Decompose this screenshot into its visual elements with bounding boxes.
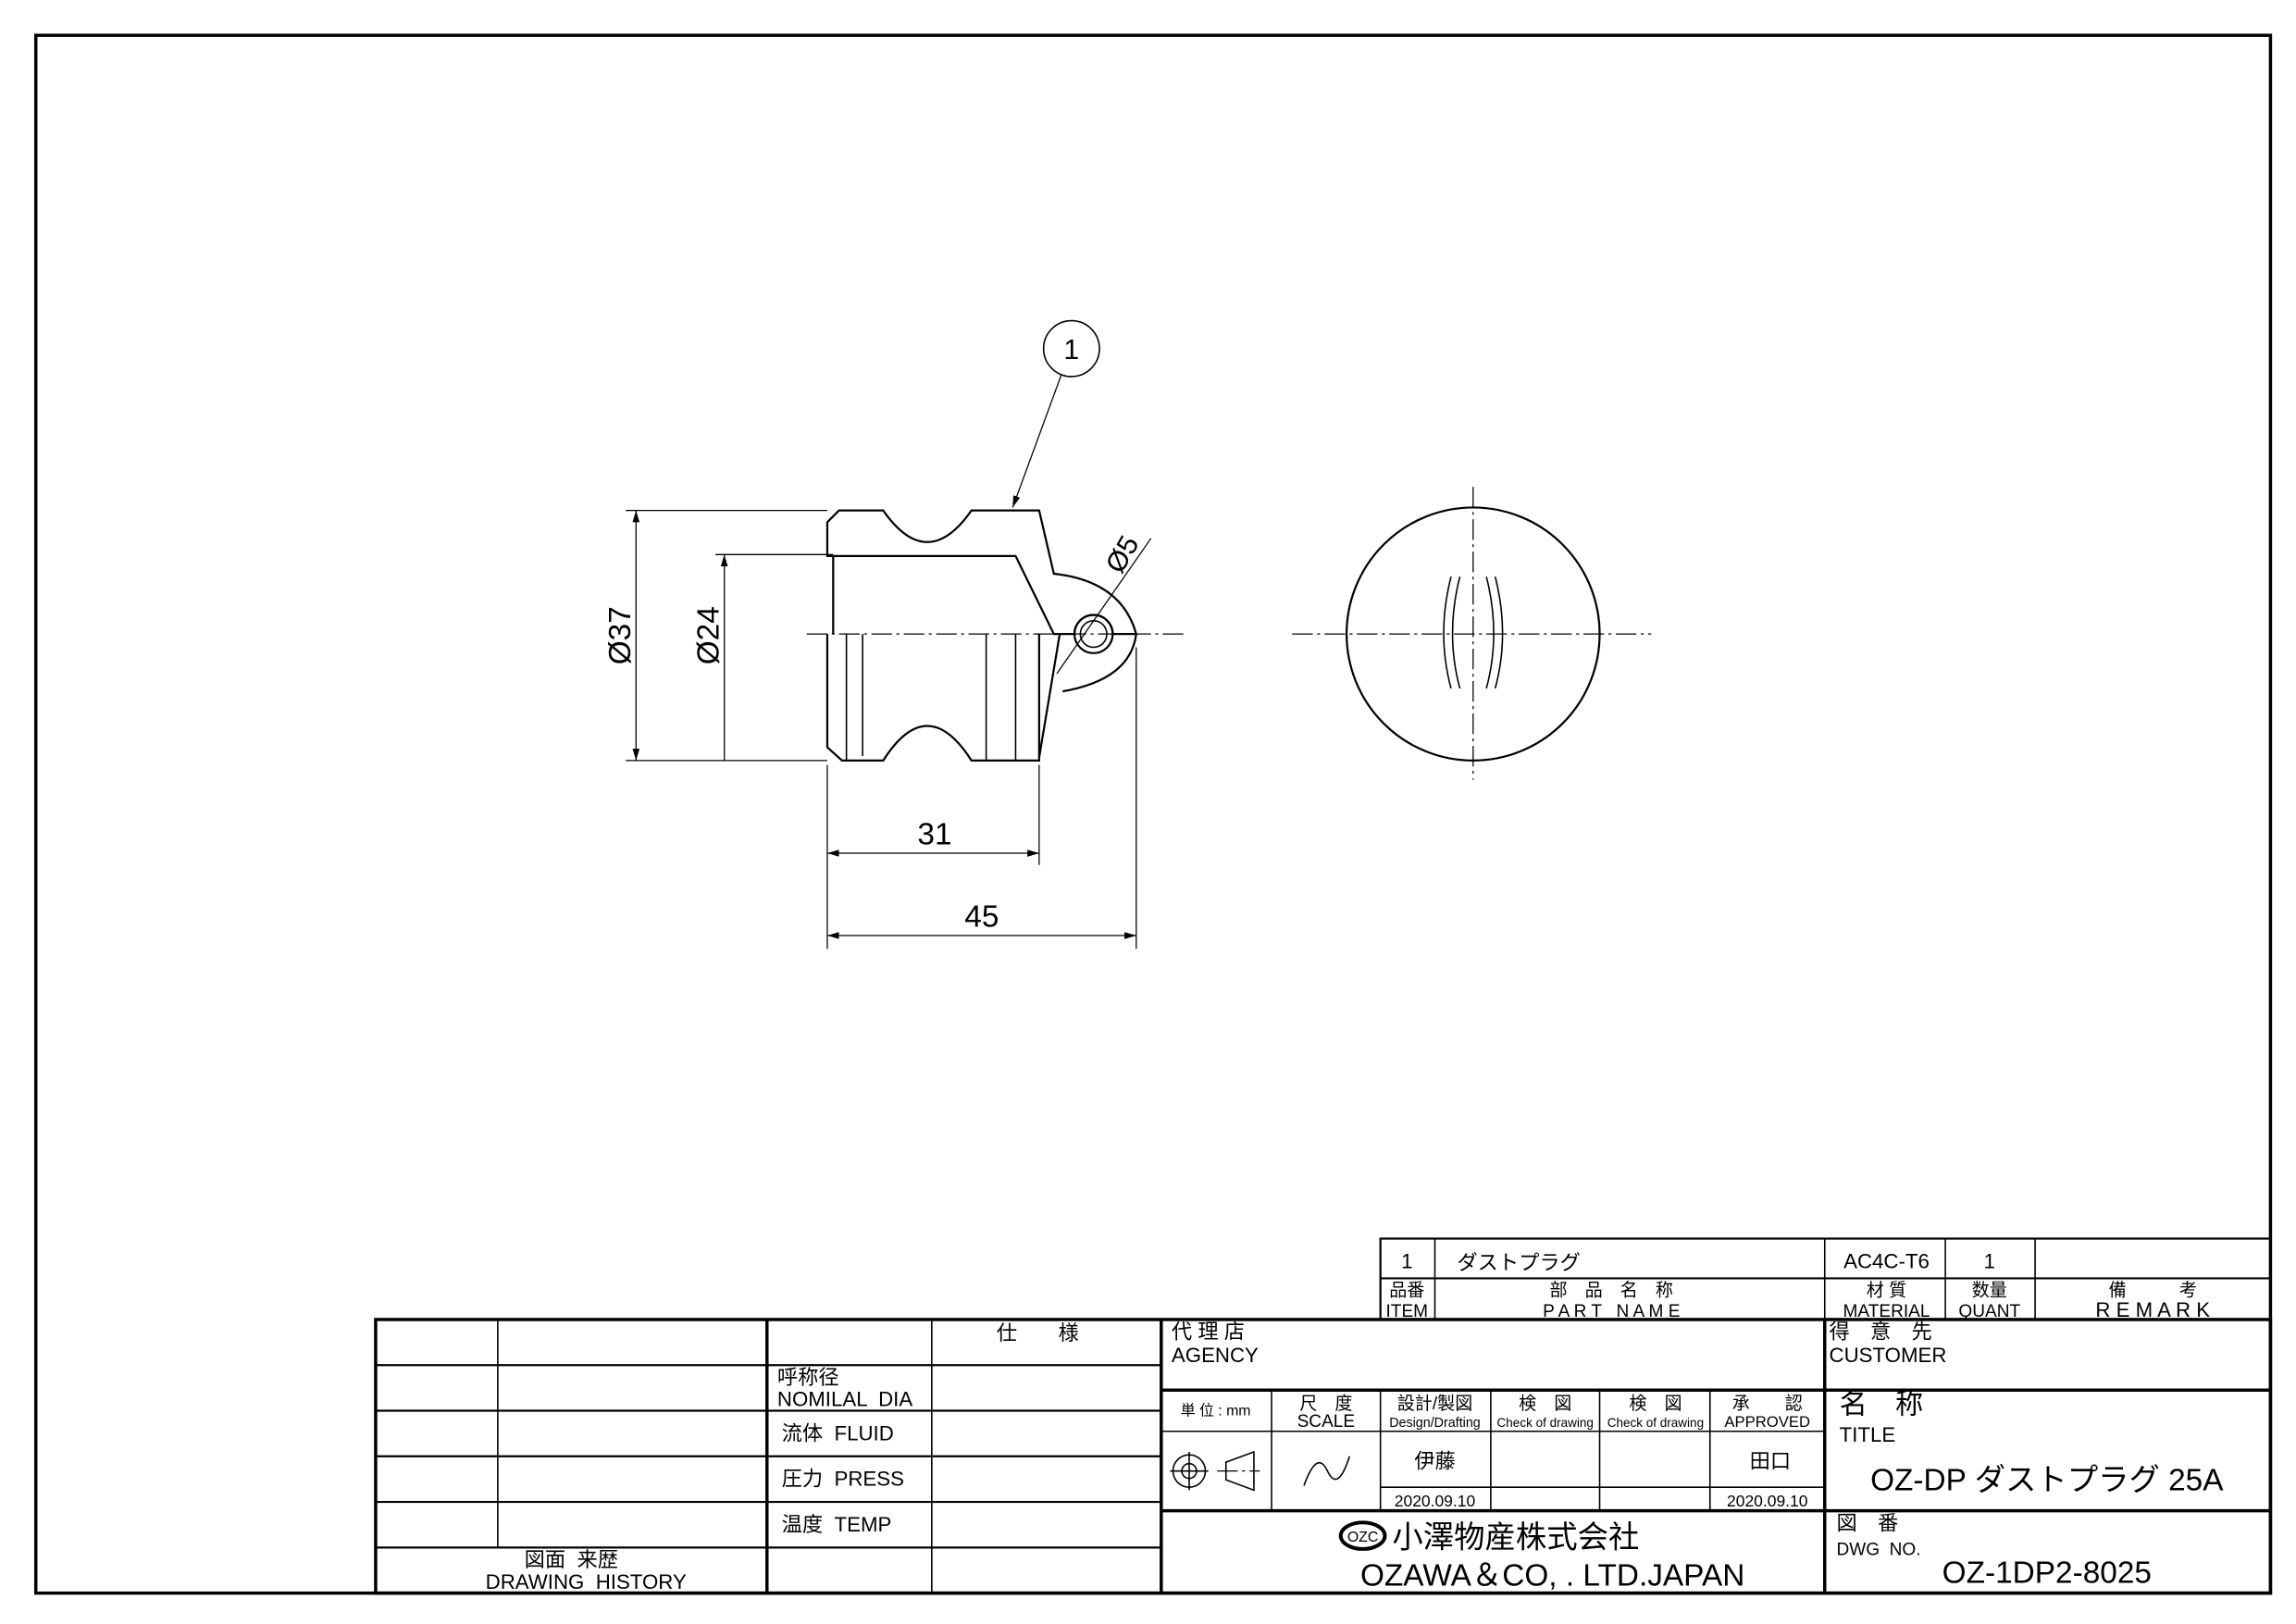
scale-not-to-scale-icon	[1303, 1456, 1351, 1486]
check2-label-en: Check of drawing	[1607, 1416, 1704, 1430]
approved-date: 2020.09.10	[1727, 1492, 1808, 1510]
dim-hole-label: Ø5	[1100, 531, 1146, 578]
dim-outer-dia-label: Ø37	[603, 606, 638, 664]
nominal-dia-label-en: NOMILAL DIA	[777, 1388, 912, 1411]
nominal-dia-label-jp: 呼称径	[777, 1366, 839, 1389]
scale-label-jp: 尺 度	[1299, 1394, 1352, 1414]
header-material-jp: 材 質	[1867, 1281, 1906, 1301]
part-item-number: 1	[1401, 1249, 1412, 1272]
fluid-label: 流体 FLUID	[782, 1421, 894, 1444]
header-part-en: P A R T N A M E	[1543, 1302, 1680, 1321]
title-label-jp: 名 称	[1840, 1389, 1924, 1420]
header-quant-jp: 数量	[1972, 1281, 2007, 1301]
hole-circle	[1073, 614, 1114, 654]
title-block: 仕 様 呼称径 NOMILAL DIA 流体 FLUID 圧力 PRESS 温度…	[374, 1318, 2273, 1595]
parts-table: 1 ダストプラグ AC4C-T6 1 品番 ITEM 部 品 名 称 P A R…	[1379, 1237, 2272, 1321]
customer-label-en: CUSTOMER	[1830, 1344, 1947, 1367]
header-remark-en: R E M A R K	[2095, 1298, 2210, 1321]
header-remark-jp: 備 考	[2109, 1281, 2197, 1301]
logo-text: OZC	[1347, 1530, 1379, 1545]
drawing-history-en: DRAWING HISTORY	[486, 1570, 687, 1593]
dim-hole-leader	[1056, 538, 1152, 675]
lower-outline	[825, 634, 1040, 762]
part-material: AC4C-T6	[1843, 1249, 1930, 1272]
end-view	[1292, 487, 1652, 780]
drawing-title: OZ-DP ダストプラグ 25A	[1870, 1463, 2224, 1497]
approver-name: 田口	[1750, 1449, 1792, 1472]
header-quant-en: QUANT	[1958, 1302, 2020, 1321]
dim-body-length-label: 31	[917, 817, 951, 851]
dim-inner-dia-label: Ø24	[691, 606, 726, 664]
header-item-en: ITEM	[1386, 1302, 1429, 1321]
approved-label-jp: 承 認	[1732, 1394, 1803, 1414]
third-angle-projection-icon	[1170, 1450, 1260, 1492]
check1-label-jp: 検 図	[1519, 1394, 1571, 1414]
design-label-en: Design/Drafting	[1389, 1416, 1481, 1431]
drawing-history-jp: 図面 来歴	[525, 1548, 618, 1571]
check1-label-en: Check of drawing	[1497, 1416, 1594, 1430]
agency-label-jp: 代 理 店	[1172, 1320, 1245, 1344]
drawing-number: OZ-1DP2-8025	[1942, 1556, 2152, 1590]
part-name: ダストプラグ	[1457, 1251, 1581, 1274]
press-label: 圧力 PRESS	[782, 1468, 904, 1491]
balloon-leader	[1011, 375, 1062, 508]
balloon-number: 1	[1063, 335, 1079, 366]
spec-header: 仕 様	[997, 1321, 1079, 1345]
approved-label-en: APPROVED	[1724, 1413, 1810, 1431]
customer-label-jp: 得 意 先	[1830, 1320, 1932, 1344]
header-material-en: MATERIAL	[1843, 1302, 1930, 1321]
title-label-en: TITLE	[1840, 1423, 1896, 1446]
company-name-en: OZAWA＆CO, . LTD.JAPAN	[1360, 1559, 1744, 1593]
temp-label: 温度 TEMP	[782, 1513, 892, 1536]
header-part-jp: 部 品 名 称	[1550, 1281, 1673, 1301]
scale-label-en: SCALE	[1297, 1412, 1356, 1432]
side-section-view: 1 Ø37 Ø24 Ø5 31 45	[603, 319, 1185, 949]
agency-label-en: AGENCY	[1172, 1344, 1259, 1367]
item-balloon	[1042, 319, 1100, 378]
design-date: 2020.09.10	[1395, 1492, 1476, 1510]
ear-outline	[1062, 634, 1137, 693]
unit-label: 単 位 : mm	[1181, 1402, 1251, 1419]
dwg-label-en: DWG NO.	[1836, 1540, 1920, 1559]
check2-label-jp: 検 図	[1629, 1394, 1682, 1414]
header-item-jp: 品番	[1389, 1281, 1424, 1301]
dwg-label-jp: 図 番	[1836, 1511, 1898, 1534]
dim-total-length-label: 45	[964, 899, 999, 934]
part-quantity: 1	[1984, 1249, 1995, 1272]
company-logo: OZC	[1338, 1520, 1387, 1551]
design-label-jp: 設計/製図	[1397, 1394, 1473, 1414]
company-name-jp: 小澤物産株式会社	[1392, 1520, 1639, 1555]
designer-name: 伊藤	[1414, 1449, 1456, 1472]
